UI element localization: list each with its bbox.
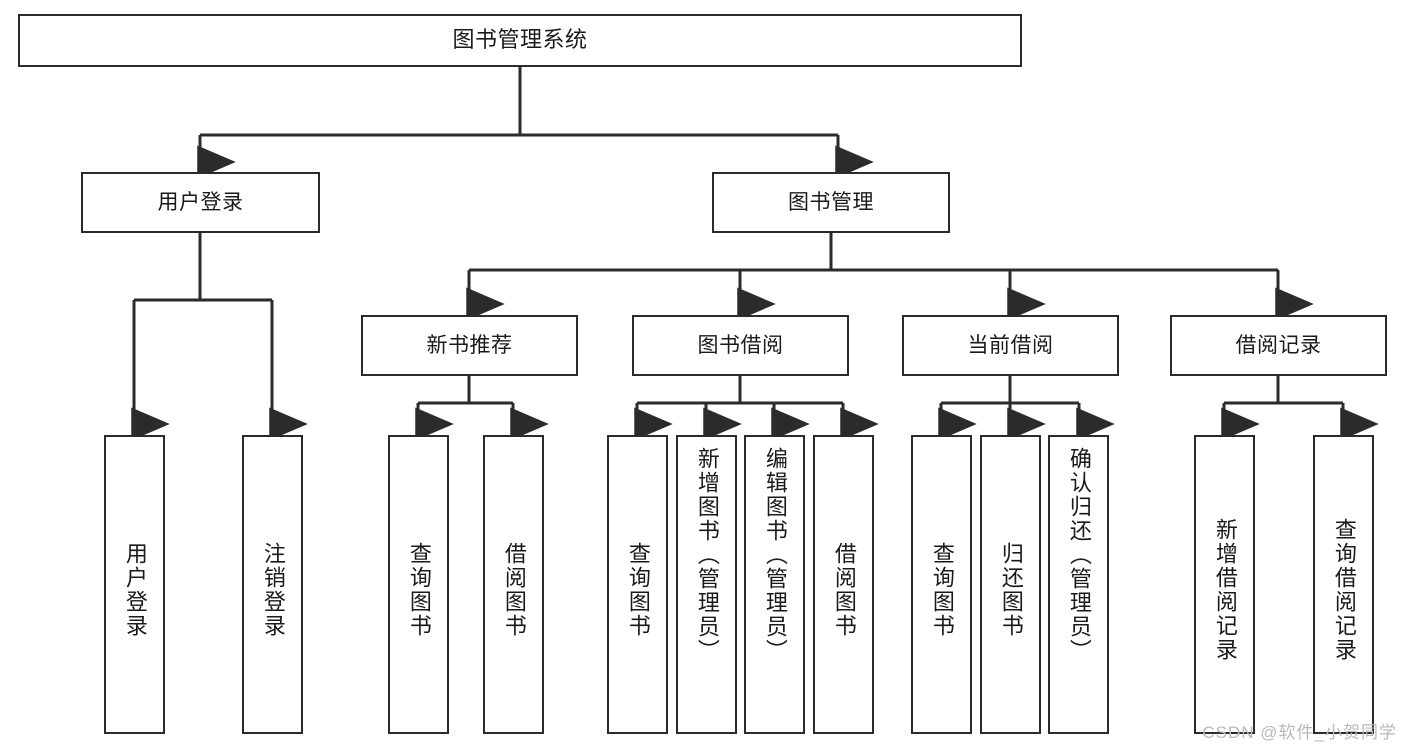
node-leaf-add-book-admin[interactable]: 新增图书（管理员） xyxy=(676,435,737,734)
node-borrow-record[interactable]: 借阅记录 xyxy=(1170,315,1387,376)
csdn-watermark: CSDN @软件_小贺同学 xyxy=(1202,723,1397,742)
node-label: 查询图书 xyxy=(406,541,432,638)
node-label: 用户登录 xyxy=(157,190,244,214)
node-label: 查询图书 xyxy=(929,541,955,638)
node-label: 归还图书 xyxy=(998,541,1024,638)
node-label: 用户登录 xyxy=(122,541,148,638)
node-label: 借阅图书 xyxy=(831,541,857,638)
node-book-management[interactable]: 图书管理 xyxy=(712,172,950,233)
node-leaf-logout[interactable]: 注销登录 xyxy=(242,435,303,734)
node-label: 新增借阅记录 xyxy=(1212,517,1238,662)
node-leaf-return-book[interactable]: 归还图书 xyxy=(980,435,1041,734)
node-leaf-edit-book-admin[interactable]: 编辑图书（管理员） xyxy=(744,435,805,734)
node-label: 查询图书 xyxy=(625,541,651,638)
node-label: 确认归还（管理员） xyxy=(1066,447,1092,663)
node-label: 注销登录 xyxy=(260,541,286,638)
node-leaf-user-login[interactable]: 用户登录 xyxy=(104,435,165,734)
node-label: 图书管理系统 xyxy=(452,27,588,53)
node-leaf-add-borrow-record[interactable]: 新增借阅记录 xyxy=(1194,435,1255,734)
node-leaf-query-book-current[interactable]: 查询图书 xyxy=(911,435,972,734)
node-label: 图书借阅 xyxy=(697,333,784,357)
node-label: 新增图书（管理员） xyxy=(694,447,720,663)
node-leaf-confirm-return-admin[interactable]: 确认归还（管理员） xyxy=(1048,435,1109,734)
node-leaf-query-book-newbook[interactable]: 查询图书 xyxy=(388,435,449,734)
node-label: 图书管理 xyxy=(788,190,874,214)
node-label: 借阅图书 xyxy=(501,541,527,638)
node-leaf-borrow-book-newbook[interactable]: 借阅图书 xyxy=(483,435,544,734)
node-book-borrow[interactable]: 图书借阅 xyxy=(632,315,849,376)
node-label: 查询借阅记录 xyxy=(1331,517,1357,662)
node-current-borrow[interactable]: 当前借阅 xyxy=(902,315,1119,376)
node-label: 新书推荐 xyxy=(426,333,513,357)
node-label: 当前借阅 xyxy=(967,333,1054,357)
node-label: 借阅记录 xyxy=(1235,333,1322,357)
node-user-login[interactable]: 用户登录 xyxy=(81,172,320,233)
node-root-system[interactable]: 图书管理系统 xyxy=(18,14,1022,67)
node-leaf-borrow-book[interactable]: 借阅图书 xyxy=(813,435,874,734)
node-leaf-query-borrow-record[interactable]: 查询借阅记录 xyxy=(1313,435,1374,734)
node-leaf-query-book-borrow[interactable]: 查询图书 xyxy=(607,435,668,734)
node-new-book-recommend[interactable]: 新书推荐 xyxy=(361,315,578,376)
node-label: 编辑图书（管理员） xyxy=(762,447,788,663)
